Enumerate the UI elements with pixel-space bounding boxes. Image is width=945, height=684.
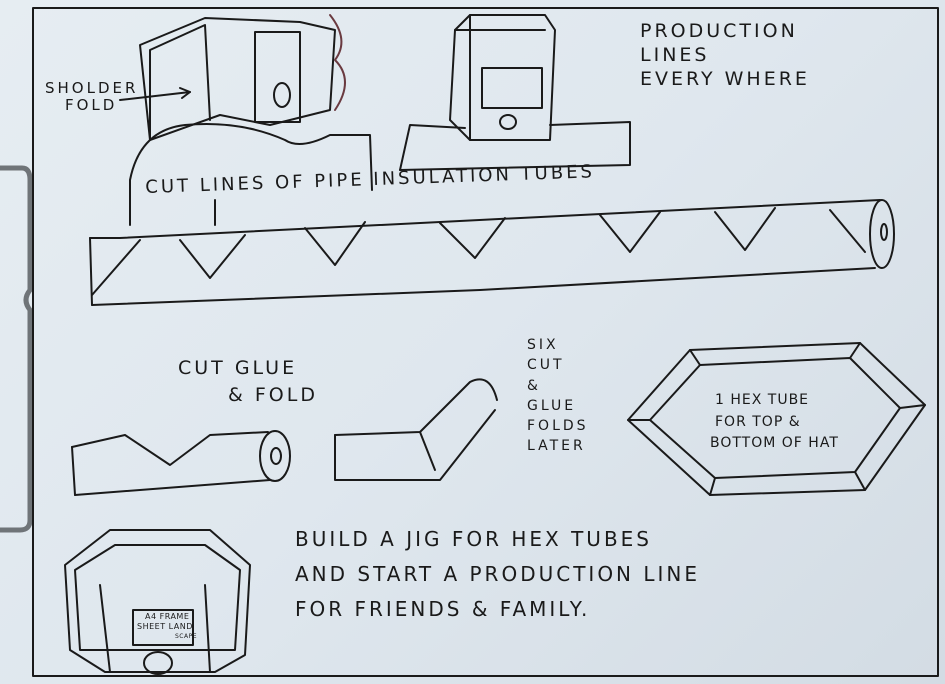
plan-text: BUILD A JIG FOR HEX TUBES AND START A PR… (295, 522, 700, 627)
caption-line: CUT GLUE (178, 357, 298, 379)
hat-sketch-3 (64, 529, 251, 675)
headline-line: EVERY WHERE (640, 67, 810, 90)
plan-line: BUILD A JIG FOR HEX TUBES (295, 527, 652, 551)
label-line: A4 FRAME (145, 612, 190, 621)
binder-clip-icon (0, 165, 33, 533)
plan-line: FOR FRIENDS & FAMILY. (295, 597, 591, 621)
caption-line: FOLDS (527, 418, 589, 435)
caption-line: & (527, 377, 541, 394)
caption-line: BOTTOM OF HAT (710, 435, 839, 452)
folded-tube-sketch (334, 378, 498, 481)
hat-sketch-2 (399, 14, 631, 171)
cut-tube-sketch (71, 430, 291, 496)
caption-line: LATER (527, 438, 586, 455)
conveyor-sketch (129, 123, 373, 226)
shoulder-fold-label: SHOLDER FOLD (45, 79, 139, 115)
plan-line: AND START A PRODUCTION LINE (295, 562, 701, 586)
caption-line: SIX (527, 337, 559, 353)
headline-text: PRODUCTION LINES EVERY WHERE (640, 20, 810, 91)
caption-line: 1 HEX TUBE (715, 392, 810, 408)
caption-line: GLUE (527, 397, 577, 414)
hex-tube-sketch (627, 342, 926, 496)
label-line: FOLD (65, 96, 118, 115)
page-border (32, 7, 939, 677)
pipe-tube-sketch (89, 199, 895, 306)
caption-line: FOR TOP & (715, 413, 801, 430)
frame-label: A4 FRAME SHEET LAND SCAPE (137, 612, 197, 641)
caption-line: & FOLD (228, 383, 318, 406)
label-line: SHEET LAND (137, 622, 193, 632)
step1-caption: CUT GLUE & FOLD (178, 355, 318, 408)
headline-line: PRODUCTION (640, 20, 798, 42)
hat-sketch-1 (119, 14, 346, 141)
step2-caption: SIX CUT & GLUE FOLDS LATER (527, 335, 589, 457)
label-line: SHOLDER (45, 79, 139, 97)
headline-line: LINES (640, 43, 710, 66)
label-line: SCAPE (175, 632, 198, 640)
caption-line: CUT (527, 357, 565, 374)
hex-caption: 1 HEX TUBE FOR TOP & BOTTOM OF HAT (710, 390, 839, 455)
